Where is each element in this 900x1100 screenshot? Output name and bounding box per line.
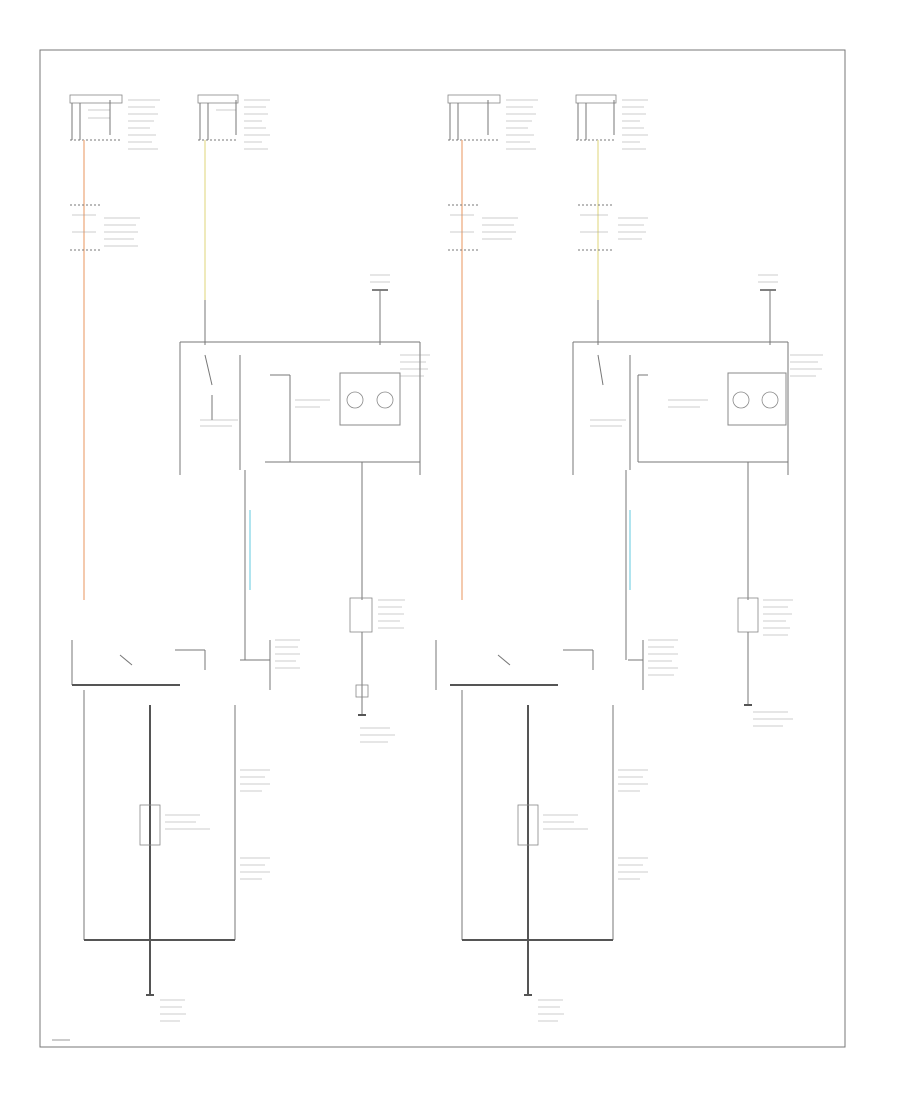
fuse-box-icon: [447, 94, 538, 150]
relay-icon: [71, 639, 300, 690]
circuit-breaker-icon: [70, 204, 140, 251]
circuit-breaker-icon: [578, 204, 648, 251]
seat-module: [83, 690, 270, 1022]
seat-switch: [179, 300, 430, 475]
ground-icon: [758, 274, 778, 345]
relay-icon: [435, 639, 678, 690]
fuse-box-icon: [197, 94, 270, 150]
circuit-breaker-icon: [448, 204, 518, 251]
left-circuit: [69, 94, 430, 1022]
fuse-box-icon: [575, 94, 648, 150]
fuse-box-icon: [69, 94, 123, 141]
label-lines: [128, 99, 160, 150]
seat-switch: [572, 300, 823, 475]
seat-motor: [737, 597, 793, 727]
seat-module: [461, 690, 648, 1022]
seat-motor: [349, 597, 405, 743]
ground-icon: [370, 274, 390, 345]
diagram-border: [39, 49, 846, 1048]
right-circuit: [435, 94, 823, 1022]
